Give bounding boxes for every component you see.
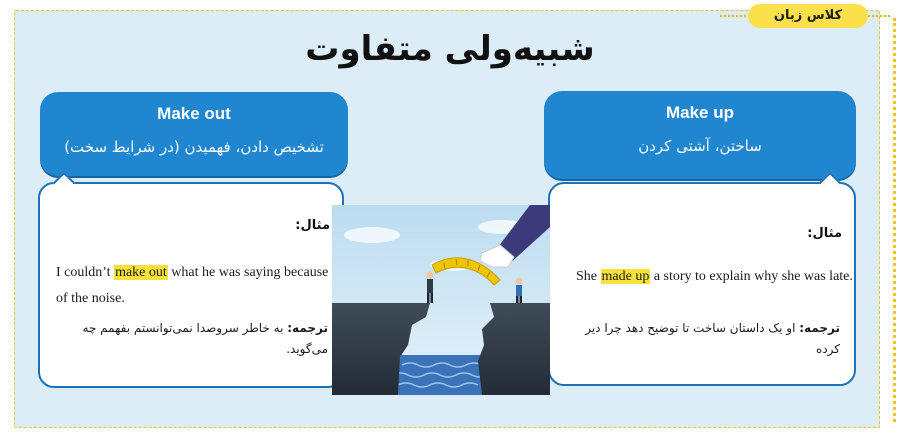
left-cliff — [332, 303, 430, 395]
highlighted-phrase: make out — [114, 265, 168, 280]
example-label: مثال: — [295, 218, 330, 233]
tag-dots-left — [720, 15, 746, 17]
page-title: شبیه‌ولی متفاوت — [305, 29, 595, 69]
translation-text: او یک داستان ساخت تا توضیح دهد چرا دیر ک… — [585, 321, 840, 356]
make-out-header: Make out تشخیص دادن، فهمیدن (در شرایط سخ… — [40, 92, 348, 176]
make-out-phrase: Make out — [157, 104, 231, 123]
highlighted-phrase: made up — [600, 269, 651, 284]
sentence-part: a story to explain why she was late. — [650, 269, 853, 284]
make-out-meaning: تشخیص دادن، فهمیدن (در شرایط سخت) — [64, 138, 324, 156]
bridge-slats — [443, 258, 491, 278]
translation-text: به خاطر سروصدا نمی‌توانستم بفهمم چه می‌گ… — [82, 321, 328, 356]
make-up-header: Make up ساختن، آشتی کردن — [544, 91, 856, 179]
dotted-edge — [892, 18, 896, 422]
make-up-phrase: Make up — [665, 103, 735, 122]
waves — [391, 362, 489, 388]
corner-tag: کلاس زبان — [720, 4, 890, 30]
translation-label: ترجمه: — [287, 321, 328, 335]
sentence-part: I couldn’t — [56, 265, 115, 280]
make-out-example-bubble: مثال: I couldn’t make out what he was sa… — [38, 171, 344, 388]
sentence-part: what he was saying because of the noise. — [56, 265, 329, 306]
make-up-example-bubble: مثال: She made up a story to explain why… — [548, 171, 856, 386]
example-sentence: I couldn’t make out what he was saying b… — [56, 260, 336, 312]
bridge-illustration — [332, 205, 550, 395]
corner-tag-label: کلاس زبان — [748, 4, 868, 28]
make-up-meaning: ساختن، آشتی کردن — [638, 137, 762, 155]
example-label: مثال: — [807, 226, 842, 241]
sentence-part: She — [576, 269, 601, 284]
person-right — [515, 277, 523, 303]
tag-dots-right — [868, 15, 890, 17]
translation-label: ترجمه: — [799, 321, 840, 335]
person-left — [426, 271, 434, 303]
bridge-piece — [431, 257, 501, 286]
hand-icon — [479, 244, 515, 268]
translation: ترجمه: او یک داستان ساخت تا توضیح دهد چر… — [578, 318, 840, 360]
right-cliff — [478, 303, 550, 395]
translation: ترجمه: به خاطر سروصدا نمی‌توانستم بفهمم … — [66, 318, 328, 360]
example-sentence: She made up a story to explain why she w… — [576, 264, 854, 290]
